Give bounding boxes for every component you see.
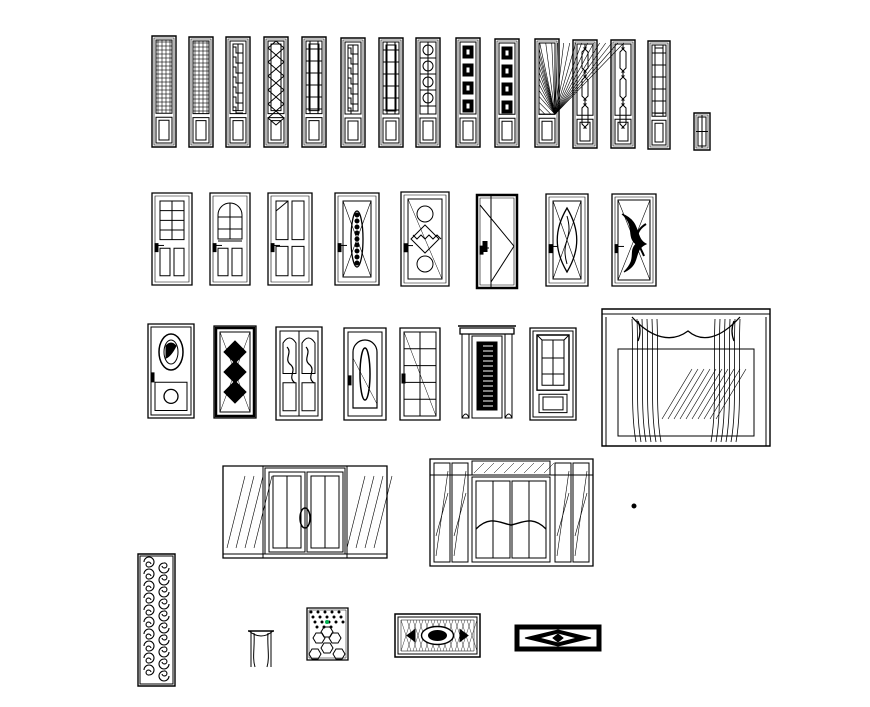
door-diamond	[214, 326, 256, 418]
door-carved-glass	[401, 192, 449, 286]
door-wave-glass	[612, 194, 656, 286]
door-arched	[210, 193, 250, 285]
lattice-panel-6	[341, 38, 365, 147]
lattice-panel-13	[611, 40, 635, 148]
door-drawings-layer	[138, 36, 770, 686]
lattice-panel-2	[189, 37, 213, 147]
hexagon-tile-panel	[307, 608, 348, 660]
small-curtain	[248, 631, 274, 667]
door-oval-carved	[148, 324, 194, 418]
lattice-panel-5	[302, 37, 326, 147]
lattice-panel-12	[573, 40, 597, 148]
lattice-panel-8	[416, 38, 440, 147]
stray-point	[632, 504, 636, 508]
door-leaf-glass	[546, 194, 588, 286]
door-grid-glass	[400, 328, 440, 420]
glass-entrance-with-transom	[430, 459, 593, 566]
curtain-window	[602, 309, 770, 446]
door-grid	[152, 193, 192, 285]
diamond-inlay-panel	[515, 625, 601, 651]
door-lattice-glass	[530, 328, 576, 420]
door-twin-carved	[276, 327, 322, 420]
lattice-panel-3	[226, 37, 250, 147]
door-arched-glass	[344, 328, 386, 420]
door-plain-diagonal	[477, 195, 517, 288]
ornamental-panel	[395, 614, 480, 657]
lattice-panel-7	[379, 38, 403, 147]
lattice-panel-1	[152, 36, 176, 147]
scroll-screen	[138, 554, 175, 686]
lattice-panel-15	[694, 113, 710, 150]
lattice-panel-4	[264, 37, 288, 147]
lattice-panel-9	[456, 38, 480, 147]
storefront-glass-door	[223, 466, 392, 558]
door-oval-glass	[335, 193, 379, 285]
door-pediment	[458, 326, 516, 418]
lattice-panel-14	[648, 41, 670, 149]
door-panel	[268, 193, 312, 285]
lattice-panel-10	[495, 39, 519, 147]
